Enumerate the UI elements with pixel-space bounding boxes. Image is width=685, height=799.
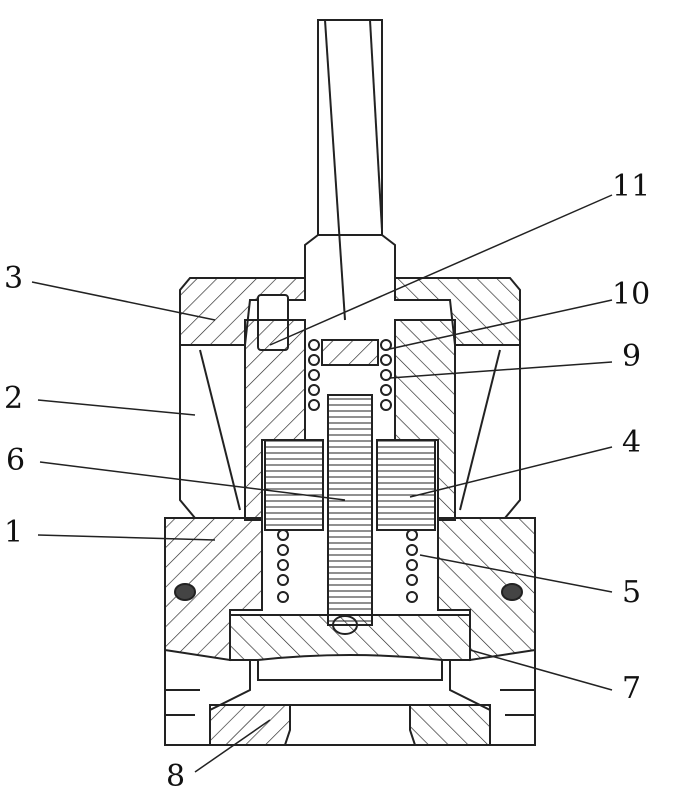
label-1: 1 bbox=[4, 515, 24, 550]
disk-7 bbox=[229, 614, 471, 661]
spring-9 bbox=[308, 339, 392, 411]
label-9: 9 bbox=[622, 339, 642, 374]
label-10: 10 bbox=[612, 277, 651, 312]
base-8 bbox=[209, 704, 491, 746]
label-7: 7 bbox=[622, 671, 642, 706]
label-4: 4 bbox=[622, 425, 642, 460]
top-cap bbox=[179, 277, 521, 351]
label-8: 8 bbox=[166, 759, 186, 794]
spindle bbox=[327, 394, 373, 626]
label-3: 3 bbox=[4, 261, 24, 296]
leader-lines bbox=[31, 194, 613, 773]
plug-10 bbox=[321, 339, 379, 366]
label-6: 6 bbox=[6, 443, 26, 478]
label-11: 11 bbox=[612, 169, 651, 204]
stem bbox=[304, 19, 396, 321]
label-5: 5 bbox=[622, 575, 642, 610]
nut-4 bbox=[264, 439, 436, 531]
label-2: 2 bbox=[4, 381, 24, 416]
